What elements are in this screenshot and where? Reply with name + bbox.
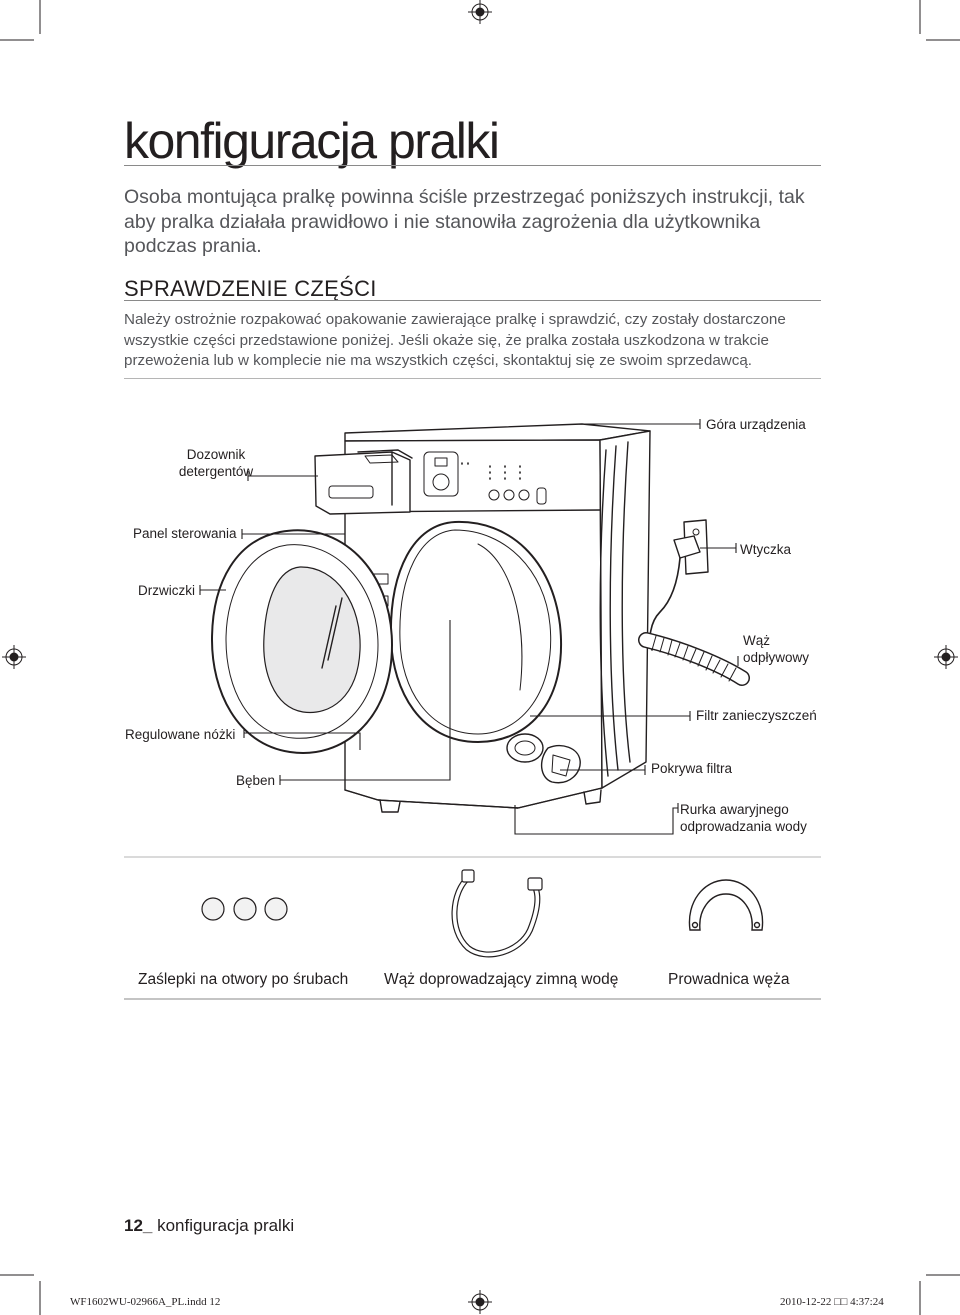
label-filter-cover: Pokrywa filtra [651,761,733,776]
filter-cover [506,733,544,763]
section-text: Należy ostrożnie rozpakować opakowanie z… [124,311,786,369]
accessory-label-hose-guide: Prowadnica węża [668,971,790,988]
detergent-drawer [314,451,411,515]
footer-section: konfiguracja pralki [152,1216,295,1235]
diagram-top-rule [124,378,821,379]
registration-mark-icon [934,645,958,669]
label-control-panel: Panel sterowania [133,526,237,541]
section-rule [124,300,821,301]
section-title: SPRAWDZENIE CZĘŚCI [124,276,377,301]
slug-timestamp: 2010-12-22 □□ 4:37:24 [780,1296,884,1308]
filter-lid [541,744,581,784]
registration-mark-icon [468,1290,492,1314]
label-plug: Wtyczka [740,542,792,557]
title-rule [124,165,821,166]
hose-guide-icon [688,879,764,931]
page-number: 12_ [124,1216,153,1235]
page-title: konfiguracja pralki [124,113,500,169]
intro-text: Osoba montująca pralkę powinna ściśle pr… [124,186,805,257]
door-glass [263,566,361,714]
slug-filename: WF1602WU-02966A_PL.indd 12 [70,1296,221,1308]
machine-top [344,423,651,442]
label-debris-filter: Filtr zanieczyszczeń [696,708,817,723]
label-adjustable-feet: Regulowane nóżki [125,727,236,742]
page-footer: 12_ konfiguracja pralki [124,1216,294,1236]
accessory-label-screw-caps: Zaślepki na otwory po śrubach [138,971,349,988]
registration-mark-icon [2,645,26,669]
accessory-label-water-hose: Wąż doprowadzający zimną wodę [384,971,619,988]
drum-opening [389,520,563,743]
screw-caps-icon [201,897,288,921]
label-drum: Bęben [236,773,276,788]
label-door: Drzwiczki [138,583,195,598]
registration-mark-icon [468,0,492,24]
water-hose-icon [451,869,543,958]
label-top: Góra urządzenia [706,417,806,432]
